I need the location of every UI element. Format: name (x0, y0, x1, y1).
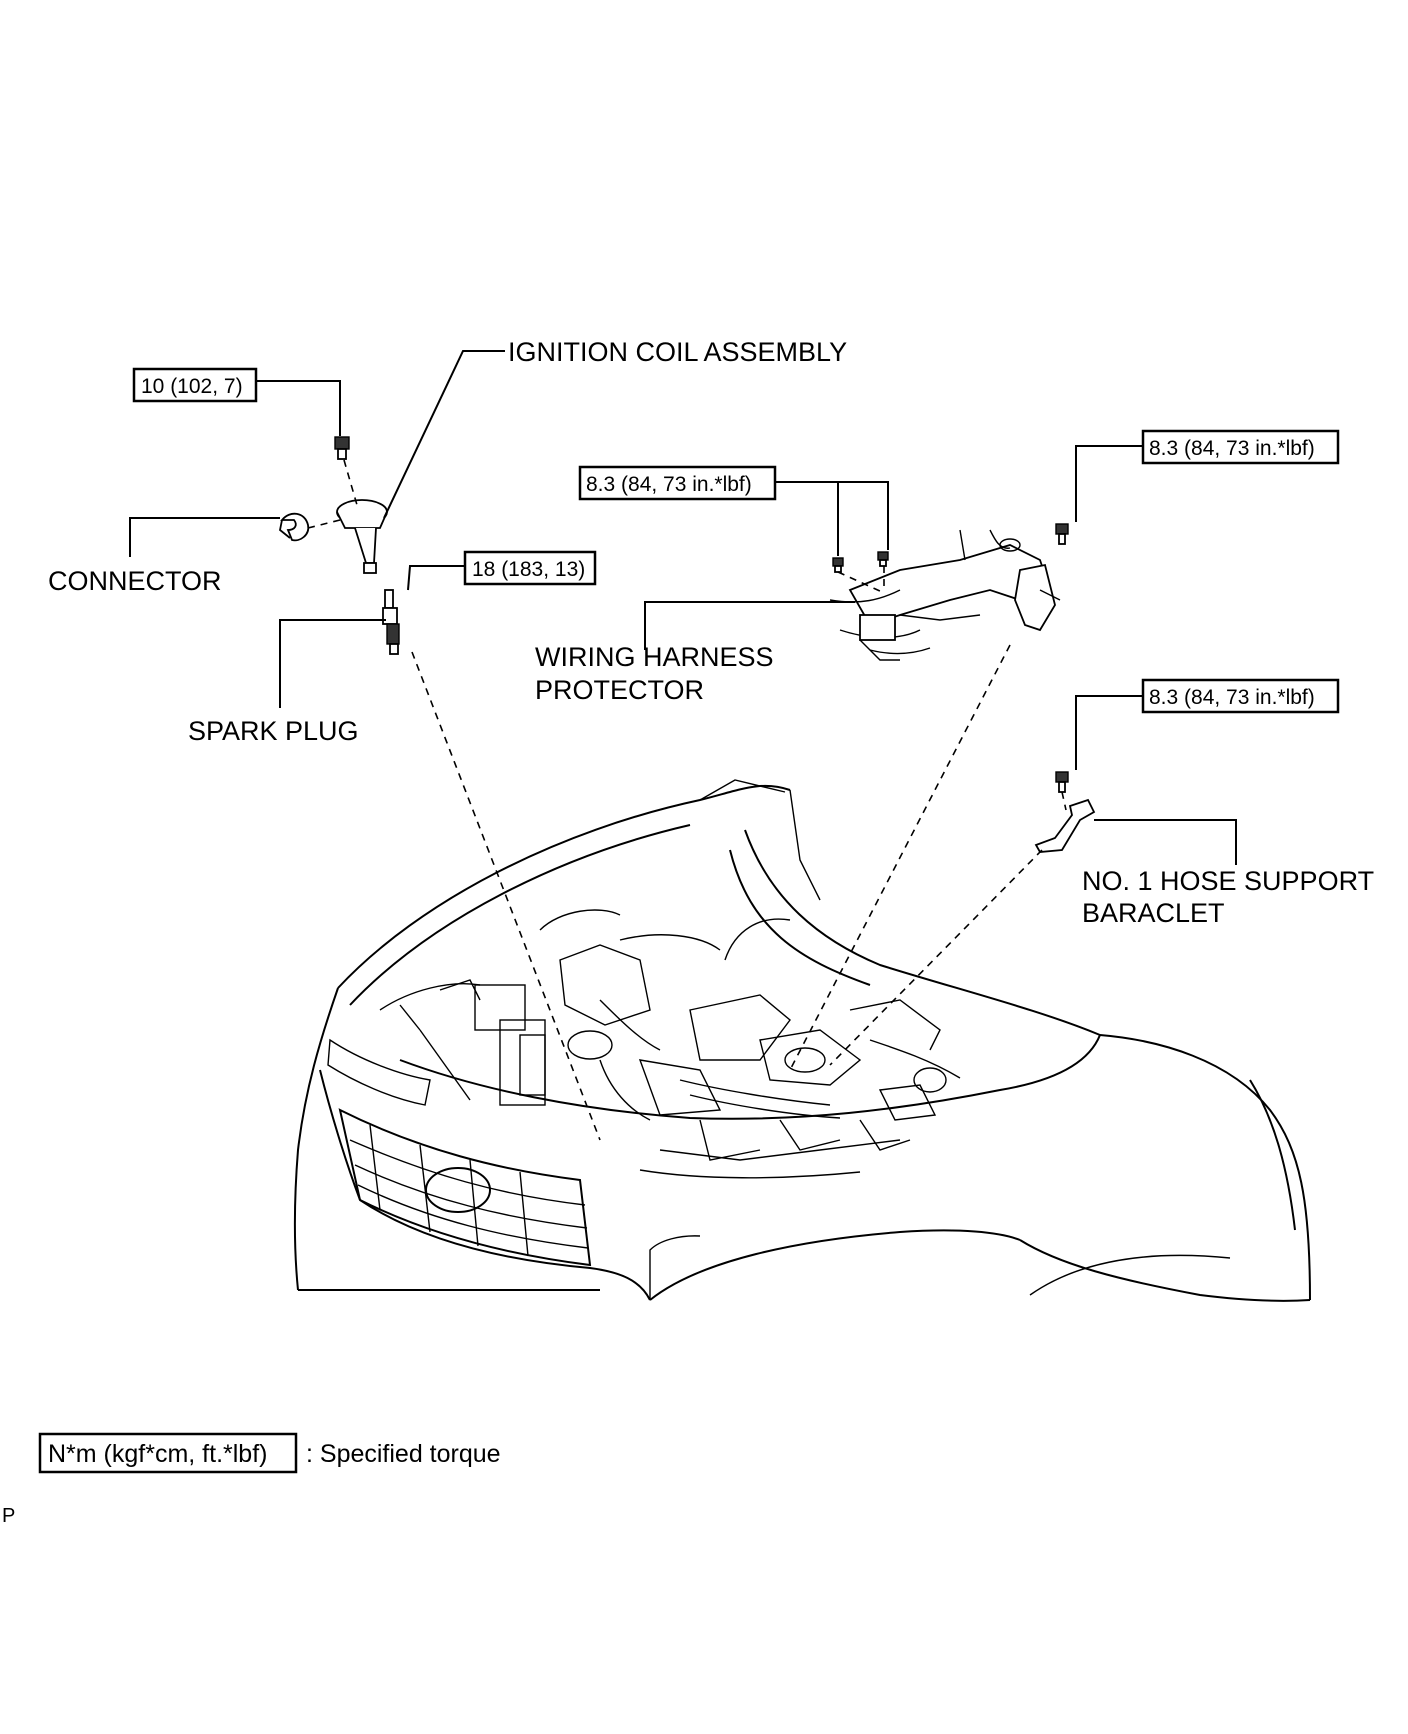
label-spark-plug: SPARK PLUG (188, 716, 359, 746)
label-wiring-harness-line2: PROTECTOR (535, 675, 704, 705)
install-line-harness (837, 571, 883, 593)
hose-bracket-bolt-icon (1055, 771, 1069, 793)
harness-bolt-icon (1055, 523, 1069, 545)
leader-spark-torque (407, 565, 464, 591)
label-hose-support-line1: NO. 1 HOSE SUPPORT (1082, 866, 1374, 896)
label-wiring-harness-line1: WIRING HARNESS (535, 642, 774, 672)
torque-value: 8.3 (84, 73 in.*lbf) (586, 473, 752, 496)
connector-icon (279, 512, 310, 542)
coil-bolt-icon (334, 436, 350, 460)
leader-hose-bracket (1094, 819, 1237, 865)
spark-plug-icon (382, 589, 400, 655)
install-line-hose-bracket (1061, 791, 1067, 811)
harness-bolt-icon (832, 557, 844, 573)
hose-support-bracket-icon (1034, 798, 1096, 853)
label-hose-support-line2: BARACLET (1082, 898, 1225, 928)
label-ignition-coil-assembly: IGNITION COIL ASSEMBLY (508, 337, 847, 367)
vehicle-engine-bay-drawing (294, 779, 1311, 1302)
leader-connector (129, 517, 280, 557)
legend-description: : Specified torque (306, 1440, 501, 1468)
leader-coil-torque (255, 380, 341, 436)
leader-spark-plug (279, 619, 386, 708)
torque-box-coil-bolt: 10 (102, 7) (132, 367, 258, 403)
torque-value: 8.3 (84, 73 in.*lbf) (1149, 437, 1315, 460)
leader-hose-torque (1075, 695, 1143, 770)
install-line-hose-bracket-body (829, 849, 1043, 1066)
legend-unit: N*m (kgf*cm, ft.*lbf) (48, 1440, 267, 1468)
install-line-spark-plug (411, 651, 601, 1141)
install-line-connector (307, 519, 341, 529)
torque-value: 10 (102, 7) (141, 375, 243, 398)
leader-harness-torque-left (775, 481, 889, 550)
harness-bolt-icon (877, 551, 889, 567)
label-connector: CONNECTOR (48, 566, 222, 596)
legend: N*m (kgf*cm, ft.*lbf) : Specified torque (38, 1432, 501, 1474)
corner-mark: P (2, 1505, 15, 1527)
torque-value: 8.3 (84, 73 in.*lbf) (1149, 686, 1315, 709)
install-line-harness-body (789, 644, 1011, 1071)
leader-harness-torque-right (1075, 445, 1143, 522)
install-line-coil (343, 459, 358, 506)
torque-box-spark-plug: 18 (183, 13) (463, 550, 597, 586)
leader-ignition-coil (383, 350, 505, 519)
wiring-harness-protector-icon (829, 529, 1061, 661)
ignition-coil-icon (336, 499, 388, 574)
torque-box-harness-right: 8.3 (84, 73 in.*lbf) (1141, 429, 1340, 465)
torque-box-hose-bracket: 8.3 (84, 73 in.*lbf) (1141, 678, 1340, 714)
leader-harness-protector (644, 601, 855, 650)
torque-value: 18 (183, 13) (472, 558, 585, 581)
torque-box-harness-left: 8.3 (84, 73 in.*lbf) (578, 465, 777, 501)
